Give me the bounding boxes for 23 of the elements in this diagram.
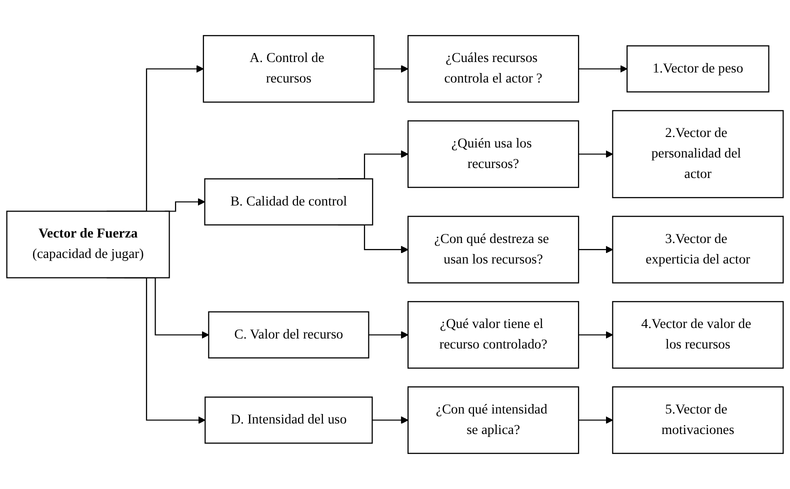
node-box: ¿Con qué intensidad se aplica?: [407, 386, 580, 454]
node-box: 5.Vector de motivaciones: [612, 386, 784, 454]
node-box: ¿Qué valor tiene el recurso controlado?: [407, 301, 580, 369]
node-box: ¿Quién usa los recursos?: [407, 120, 580, 188]
node-box: B. Calidad de control: [204, 178, 374, 226]
node-box: ¿Cuáles recursos controla el actor ?: [407, 35, 580, 103]
arrow: [368, 331, 408, 339]
arrow: [578, 65, 628, 73]
node-box: 3.Vector de experticia del actor: [612, 216, 784, 284]
node-box: C. Valor del recurso: [208, 311, 370, 358]
node-box: 4.Vector de valor de los recursos: [612, 301, 784, 369]
node-box: 2.Vector de personalidad del actor: [612, 110, 784, 198]
arrow: [372, 416, 408, 424]
arrow: [578, 246, 613, 254]
arrow: [578, 331, 613, 339]
node-box: 1.Vector de peso: [626, 45, 770, 92]
node-box: A. Control de recursos: [202, 35, 374, 103]
node-box: D. Intensidad del uso: [204, 396, 373, 444]
arrow: [374, 65, 408, 73]
arrow: [578, 150, 613, 158]
arrow: [578, 416, 613, 424]
node-box: Vector de Fuerza (capacidad de jugar): [6, 210, 170, 278]
node-box: ¿Con qué destreza se usan los recursos?: [407, 216, 580, 284]
